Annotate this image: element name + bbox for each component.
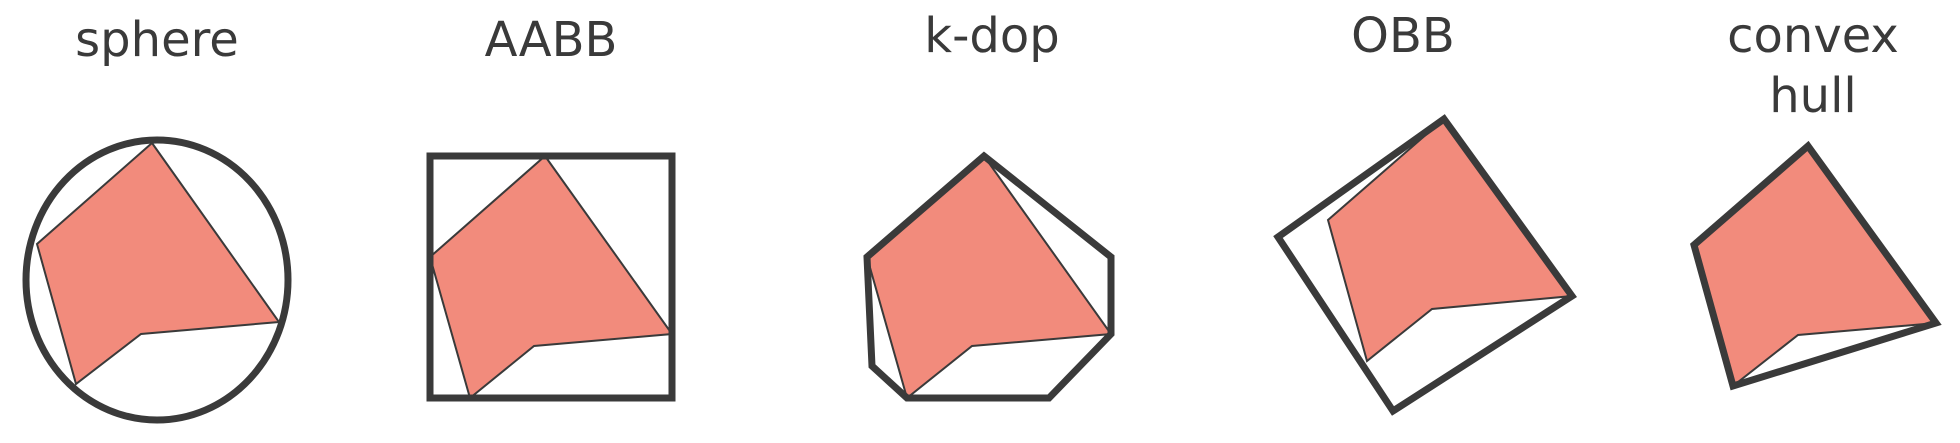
shape-polygon bbox=[865, 154, 1113, 400]
panel-sphere: sphere bbox=[22, 12, 292, 424]
label-convex-hull-line-2: hull bbox=[1769, 68, 1857, 124]
shape-polygon bbox=[1692, 144, 1938, 388]
bounding-aabb bbox=[426, 152, 676, 402]
bounding-sphere bbox=[22, 136, 292, 424]
panel-obb: OBB bbox=[1273, 8, 1578, 416]
bounding-convex-hull bbox=[1690, 140, 1942, 391]
shape-polygon bbox=[35, 141, 281, 386]
label-convex-hull-line-1: convex bbox=[1727, 8, 1899, 64]
bounding-kdop bbox=[863, 151, 1115, 402]
panel-kdop: k-dop bbox=[863, 8, 1115, 402]
label-aabb: AABB bbox=[485, 12, 618, 68]
panel-aabb: AABB bbox=[426, 12, 676, 402]
label-obb: OBB bbox=[1351, 8, 1455, 64]
shape-polygon bbox=[428, 154, 674, 400]
bounding-obb bbox=[1273, 114, 1578, 416]
label-kdop: k-dop bbox=[924, 8, 1059, 64]
panel-convex-hull: convex hull bbox=[1690, 8, 1942, 391]
label-sphere: sphere bbox=[75, 12, 239, 68]
